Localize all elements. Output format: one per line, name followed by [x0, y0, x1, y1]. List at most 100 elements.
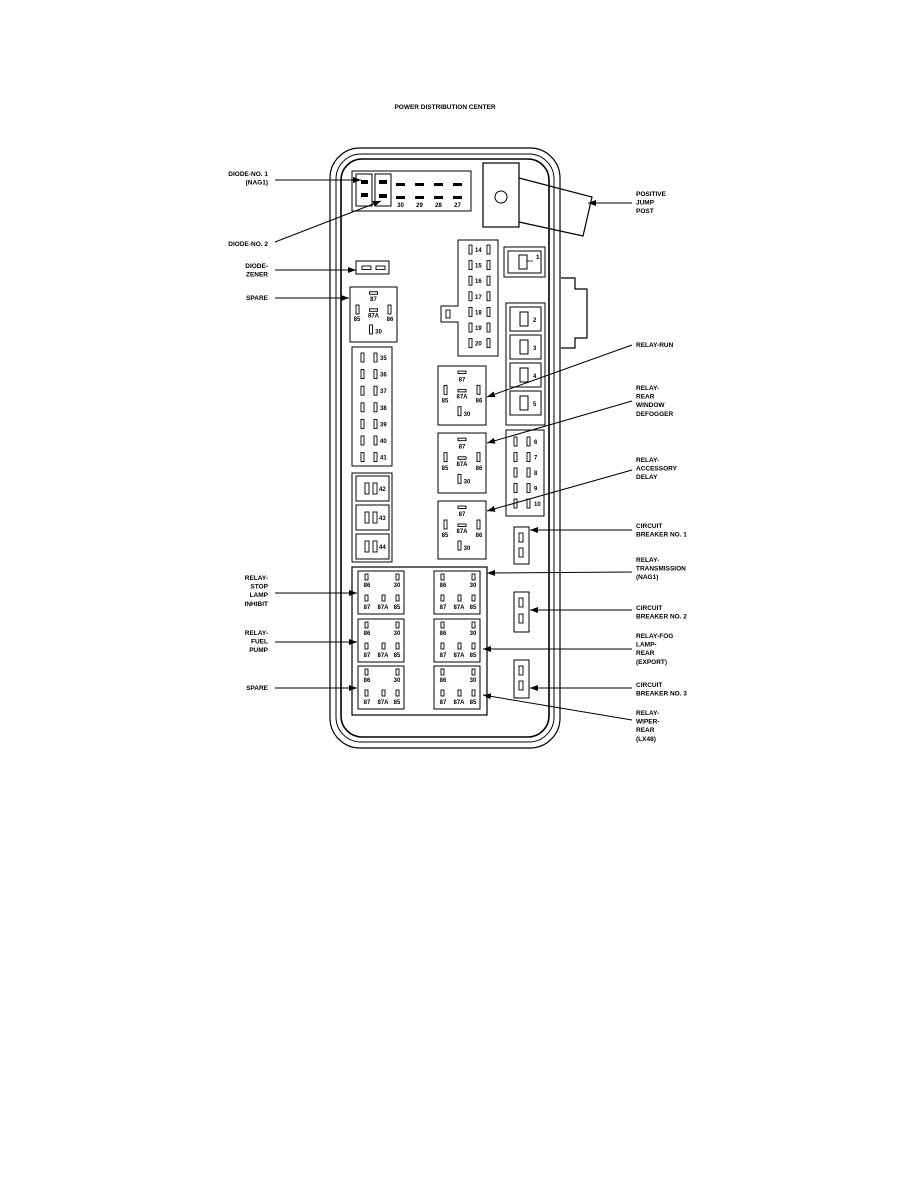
cartridge-fuse-5[interactable]: 5	[509, 390, 542, 416]
fuse-16[interactable]: 16	[468, 275, 491, 286]
callout-jump-post-line: JUMP	[636, 200, 655, 207]
relay-wiper-rear-t87: 87	[440, 700, 447, 706]
fuse-38[interactable]: 38	[360, 402, 387, 413]
relay-run-t87a: 87A	[456, 395, 468, 401]
fuse-29[interactable]: 29	[415, 183, 424, 209]
fuse-35-label: 35	[380, 356, 387, 362]
fuse-17[interactable]: 17	[468, 291, 491, 302]
fuse-18[interactable]: 18	[468, 306, 491, 317]
cartridge-fuse-42[interactable]: 42	[355, 475, 390, 502]
fuse-19[interactable]: 19	[468, 322, 491, 333]
relay-accessory-delay-t87a: 87A	[456, 529, 468, 535]
callout-diode-zener-line: DIODE-	[245, 263, 268, 270]
fuse-14-label: 14	[475, 248, 482, 254]
callout-wiper-rear-line: REAR	[636, 727, 655, 734]
fuse-7-label: 7	[534, 456, 538, 462]
cartridge-fuse-3[interactable]: 3	[509, 334, 542, 360]
fuse-36[interactable]: 36	[360, 369, 387, 380]
leader-arrow-run	[486, 344, 633, 398]
fuse-29-label: 29	[416, 203, 423, 209]
fuse-1-label: 1	[536, 254, 540, 261]
diode-no1[interactable]	[355, 173, 373, 207]
fuse-4-label: 4	[533, 374, 537, 380]
fuse-15-label: 15	[475, 264, 482, 270]
positive-jump-post[interactable]	[482, 162, 593, 237]
fuse-41[interactable]: 41	[360, 452, 387, 463]
fuse-7[interactable]: 7	[513, 452, 538, 462]
leader-arrow-rear-defogger	[486, 400, 633, 444]
fuse-19-label: 19	[475, 326, 482, 332]
fuse-40[interactable]: 40	[360, 435, 387, 446]
cartridge-fuse-43[interactable]: 43	[355, 504, 390, 531]
cartridge-fuse-4[interactable]: 4	[509, 362, 542, 388]
relay-wiper-rear-t87a: 87A	[453, 700, 465, 706]
relay-spare-top-t87a: 87A	[368, 313, 380, 319]
fuse-block-14-20: 14 15 16 17 18 19 20	[440, 239, 499, 357]
fuse-15[interactable]: 15	[468, 260, 491, 271]
callout-cb3-line: CIRCUIT	[636, 682, 662, 689]
circuit-breaker-2[interactable]	[513, 591, 530, 633]
callout-wiper-rear-line: WIPER-	[636, 719, 659, 726]
cartridge-fuse-2[interactable]: 2	[509, 306, 542, 332]
callout-rear-defogger-line: REAR	[636, 394, 655, 401]
fuse-9[interactable]: 9	[513, 483, 538, 493]
fuse-37[interactable]: 37	[360, 385, 387, 396]
callout-fog-lamp-line: REAR	[636, 650, 655, 657]
fuse-9-label: 9	[534, 487, 538, 493]
callout-cb1-line: CIRCUIT	[636, 523, 662, 530]
callout-wiper-rear-line: (LX48)	[636, 736, 656, 743]
fuse-30[interactable]: 30	[396, 183, 405, 209]
callout-cb1-line: BREAKER NO. 1	[636, 532, 687, 539]
leader-arrow-diode-no2	[274, 200, 382, 243]
fuse-35[interactable]: 35	[360, 352, 387, 363]
diode-no2[interactable]	[374, 173, 392, 207]
relay-wiper-rear-t30: 30	[470, 678, 477, 684]
callout-stop-lamp-line: LAMP	[250, 592, 269, 599]
fuse-28-label: 28	[435, 203, 442, 209]
fuse-39-label: 39	[380, 422, 387, 428]
relay-accessory-delay-t30: 30	[464, 546, 471, 552]
relay-stop-lamp-inhibit-t85: 85	[394, 605, 401, 611]
relay-rear-window-defogger-t30: 30	[464, 480, 471, 486]
fuse-27[interactable]: 27	[453, 183, 462, 209]
relay-spare-top-t87: 87	[370, 297, 377, 303]
callout-diode-no1-line: DIODE-NO. 1	[228, 171, 268, 178]
fuse-6[interactable]: 6	[513, 436, 538, 447]
fuse-10[interactable]: 10	[513, 498, 541, 509]
pdc-housing	[329, 147, 588, 749]
circuit-breaker-3[interactable]	[513, 659, 530, 699]
callout-diode-no2-line: DIODE-NO. 2	[228, 241, 268, 248]
callout-diode-zener: DIODE-ZENER	[245, 263, 268, 279]
fuse-6-label: 6	[534, 440, 538, 446]
fuse-8[interactable]: 8	[513, 467, 538, 478]
diode-zener[interactable]	[355, 260, 390, 275]
fuse-42-label: 42	[379, 487, 386, 493]
fuse-28[interactable]: 28	[434, 183, 443, 209]
fuse-20[interactable]: 20	[468, 338, 491, 349]
circuit-breaker-1[interactable]	[513, 526, 530, 565]
callout-fog-lamp-line: RELAY-FOG	[636, 633, 673, 640]
cartridge-fuse-44[interactable]: 44	[355, 533, 390, 560]
cartridge-fuse-1[interactable]: 1	[503, 246, 546, 278]
callout-transmission-line: RELAY-	[636, 557, 659, 564]
fuse-14[interactable]: 14	[468, 244, 491, 255]
callout-stop-lamp-line: RELAY-	[245, 575, 268, 582]
callout-cb3-line: BREAKER NO. 3	[636, 691, 687, 698]
fuse-39[interactable]: 39	[360, 418, 387, 429]
